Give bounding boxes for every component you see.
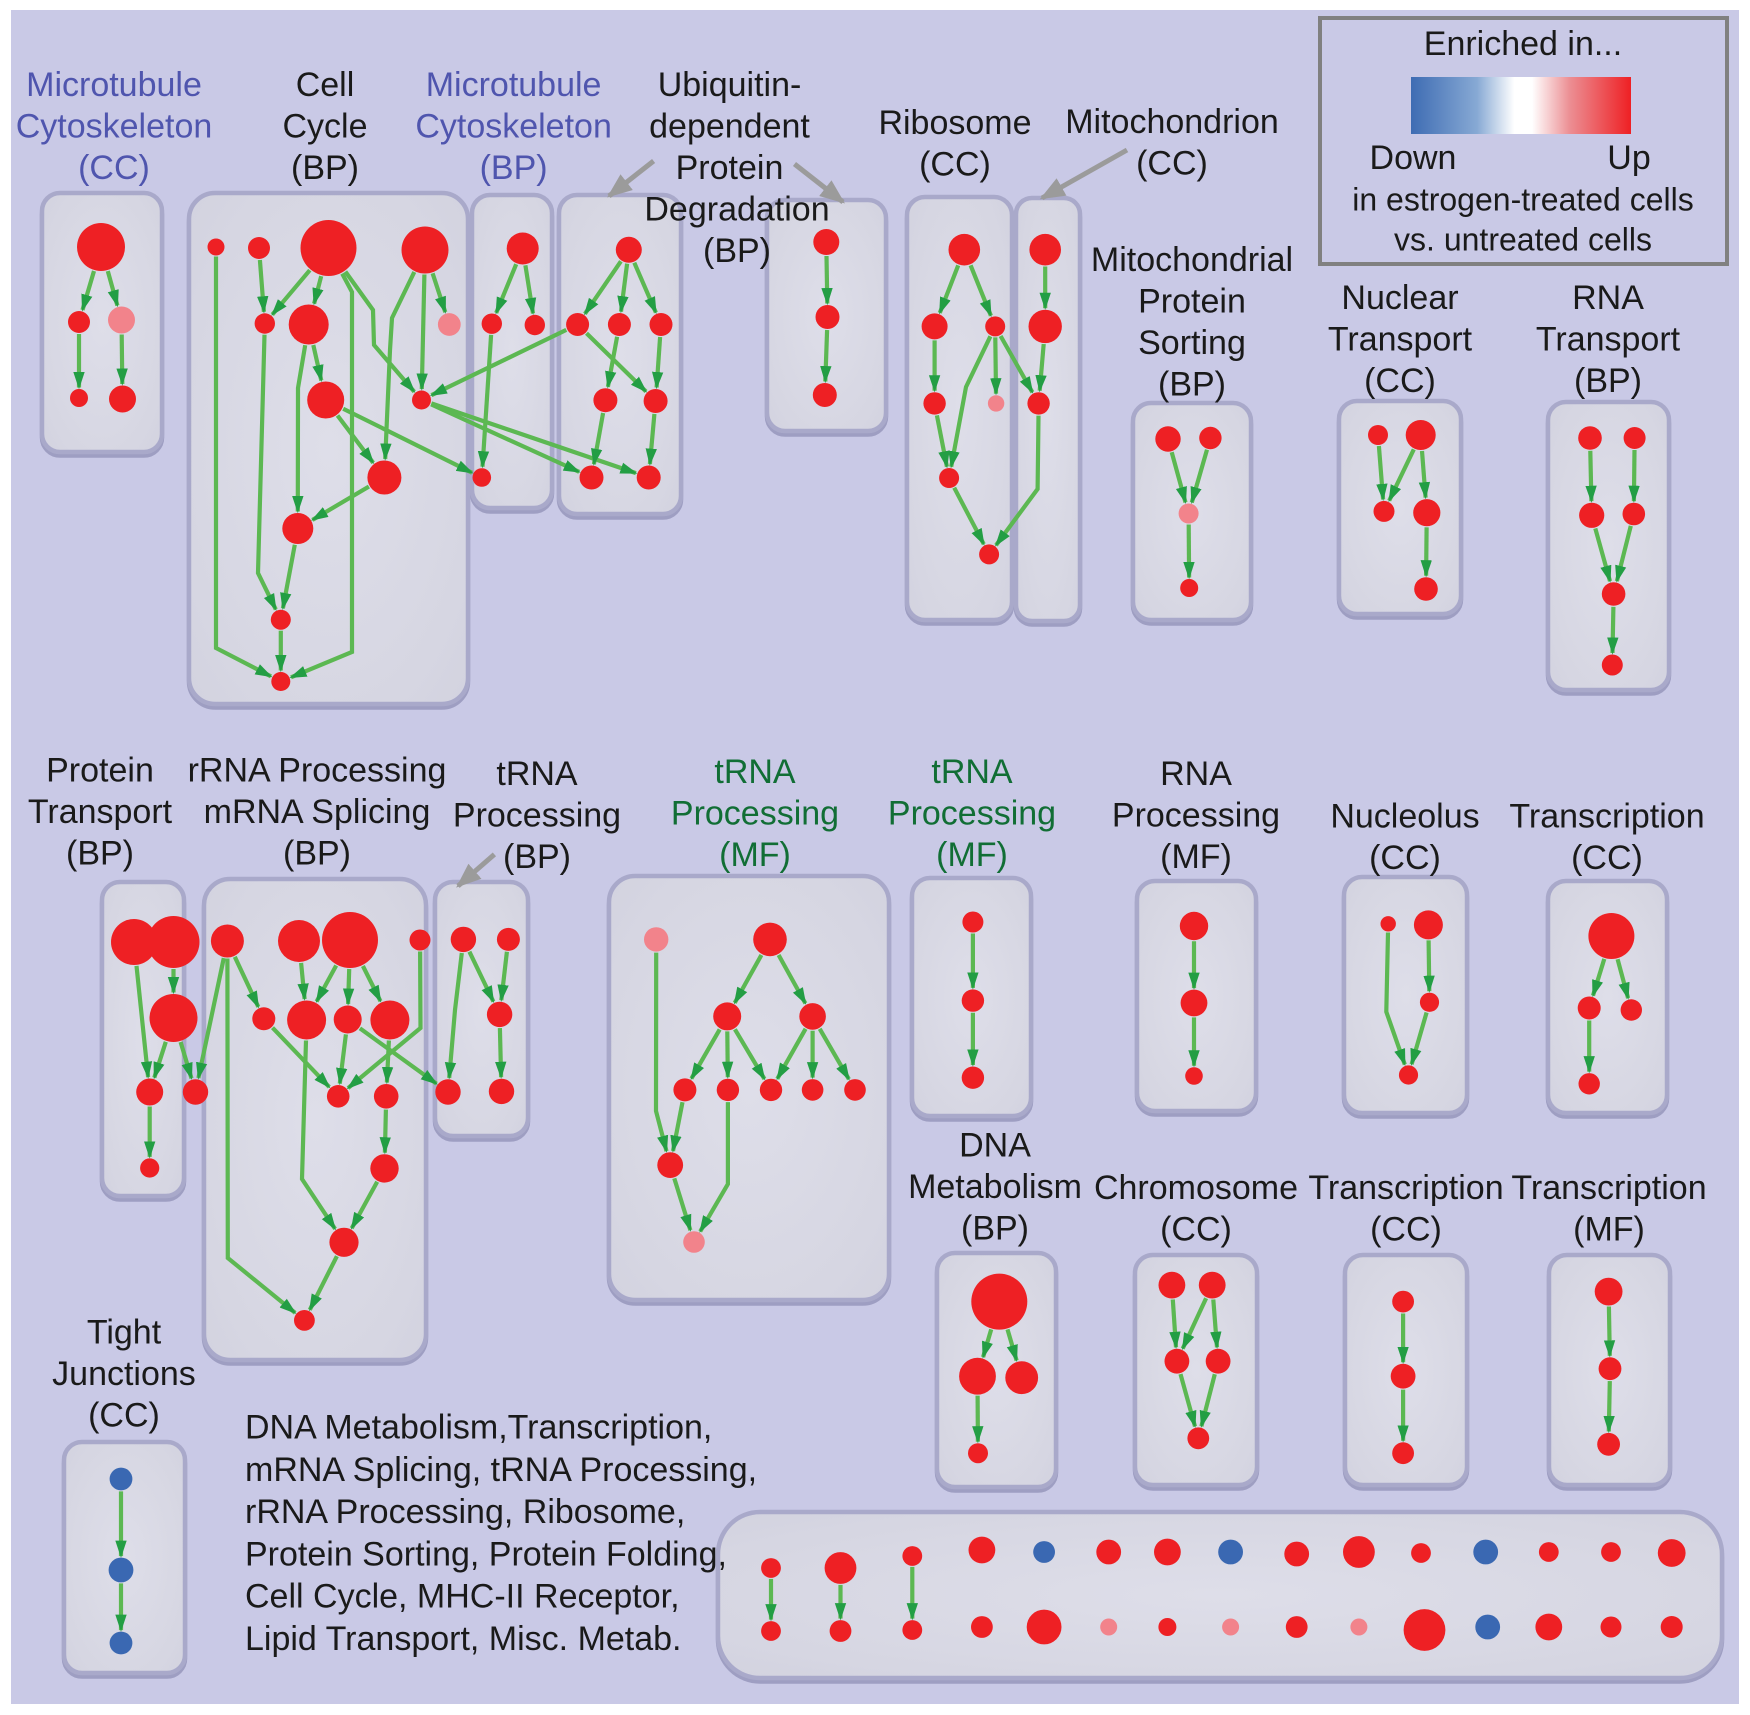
svg-text:(MF): (MF): [1573, 1210, 1645, 1248]
svg-text:(CC): (CC): [1136, 144, 1208, 182]
svg-text:Lipid Transport, Misc. Metab.: Lipid Transport, Misc. Metab.: [245, 1620, 682, 1658]
svg-text:mRNA Splicing, tRNA Processing: mRNA Splicing, tRNA Processing,: [245, 1451, 757, 1489]
svg-text:tRNA: tRNA: [496, 755, 578, 793]
svg-text:Down: Down: [1370, 139, 1457, 177]
svg-text:Metabolism: Metabolism: [908, 1168, 1082, 1206]
svg-text:(MF): (MF): [1160, 838, 1232, 876]
svg-text:(BP): (BP): [703, 232, 771, 270]
svg-text:Mitochondrion: Mitochondrion: [1065, 103, 1279, 141]
svg-text:(CC): (CC): [88, 1396, 160, 1434]
svg-text:(BP): (BP): [503, 838, 571, 876]
svg-text:(CC): (CC): [1369, 839, 1441, 877]
svg-text:(BP): (BP): [66, 835, 134, 873]
svg-text:Cytoskeleton: Cytoskeleton: [16, 107, 213, 145]
svg-text:Protein Sorting, Protein Foldi: Protein Sorting, Protein Folding,: [245, 1535, 727, 1573]
svg-text:Transport: Transport: [28, 793, 173, 831]
svg-text:(MF): (MF): [936, 836, 1008, 874]
svg-text:DNA Metabolism,Transcription,: DNA Metabolism,Transcription,: [245, 1408, 712, 1446]
svg-text:(CC): (CC): [919, 145, 991, 183]
svg-text:Transcription: Transcription: [1511, 1169, 1706, 1207]
svg-text:Processing: Processing: [453, 796, 621, 834]
svg-text:(MF): (MF): [719, 836, 791, 874]
svg-text:Sorting: Sorting: [1138, 324, 1246, 362]
svg-text:DNA: DNA: [959, 1126, 1031, 1164]
svg-text:Processing: Processing: [1112, 796, 1280, 834]
svg-text:Ubiquitin-: Ubiquitin-: [658, 66, 802, 104]
svg-text:in estrogen-treated cells: in estrogen-treated cells: [1352, 181, 1694, 217]
svg-text:rRNA Processing, Ribosome,: rRNA Processing, Ribosome,: [245, 1493, 685, 1531]
svg-text:rRNA Processing: rRNA Processing: [188, 752, 447, 790]
svg-text:(CC): (CC): [1370, 1210, 1442, 1248]
svg-text:Microtubule: Microtubule: [26, 66, 202, 104]
svg-text:Nucleolus: Nucleolus: [1330, 798, 1479, 836]
svg-text:Cycle: Cycle: [282, 107, 367, 145]
svg-text:(BP): (BP): [1574, 362, 1642, 400]
svg-text:Transcription: Transcription: [1308, 1169, 1503, 1207]
svg-text:mRNA Splicing: mRNA Splicing: [204, 793, 431, 831]
svg-text:Transport: Transport: [1328, 320, 1473, 358]
svg-text:Microtubule: Microtubule: [426, 66, 602, 104]
svg-text:Cytoskeleton: Cytoskeleton: [415, 107, 612, 145]
svg-text:Cell Cycle, MHC-II Receptor,: Cell Cycle, MHC-II Receptor,: [245, 1578, 680, 1616]
svg-text:(CC): (CC): [78, 149, 150, 187]
svg-text:(BP): (BP): [291, 149, 359, 187]
svg-text:(BP): (BP): [283, 835, 351, 873]
svg-text:(CC): (CC): [1364, 362, 1436, 400]
svg-text:tRNA: tRNA: [714, 753, 796, 791]
svg-text:Transcription: Transcription: [1509, 798, 1704, 836]
svg-text:Protein: Protein: [1138, 282, 1246, 320]
svg-text:RNA: RNA: [1572, 279, 1644, 317]
svg-text:Degradation: Degradation: [644, 190, 829, 228]
svg-text:(CC): (CC): [1160, 1210, 1232, 1248]
svg-text:RNA: RNA: [1160, 755, 1232, 793]
svg-text:Chromosome: Chromosome: [1094, 1169, 1298, 1207]
svg-text:Mitochondrial: Mitochondrial: [1091, 241, 1293, 279]
svg-text:Processing: Processing: [671, 794, 839, 832]
svg-text:(BP): (BP): [961, 1209, 1029, 1247]
svg-text:tRNA: tRNA: [931, 753, 1013, 791]
svg-text:dependent: dependent: [649, 107, 810, 145]
svg-text:Ribosome: Ribosome: [878, 104, 1031, 142]
svg-text:Junctions: Junctions: [52, 1355, 196, 1393]
svg-text:(BP): (BP): [480, 149, 548, 187]
svg-text:Nuclear: Nuclear: [1341, 279, 1458, 317]
svg-text:Transport: Transport: [1536, 320, 1681, 358]
svg-text:Cell: Cell: [296, 66, 355, 104]
svg-text:(CC): (CC): [1571, 839, 1643, 877]
svg-text:Tight: Tight: [87, 1313, 162, 1351]
svg-text:vs. untreated cells: vs. untreated cells: [1394, 221, 1652, 257]
svg-text:Processing: Processing: [888, 794, 1056, 832]
svg-text:Protein: Protein: [676, 149, 784, 187]
svg-text:Enriched in...: Enriched in...: [1424, 25, 1622, 63]
svg-text:Protein: Protein: [46, 752, 154, 790]
svg-text:Up: Up: [1607, 139, 1650, 177]
svg-text:(BP): (BP): [1158, 365, 1226, 403]
